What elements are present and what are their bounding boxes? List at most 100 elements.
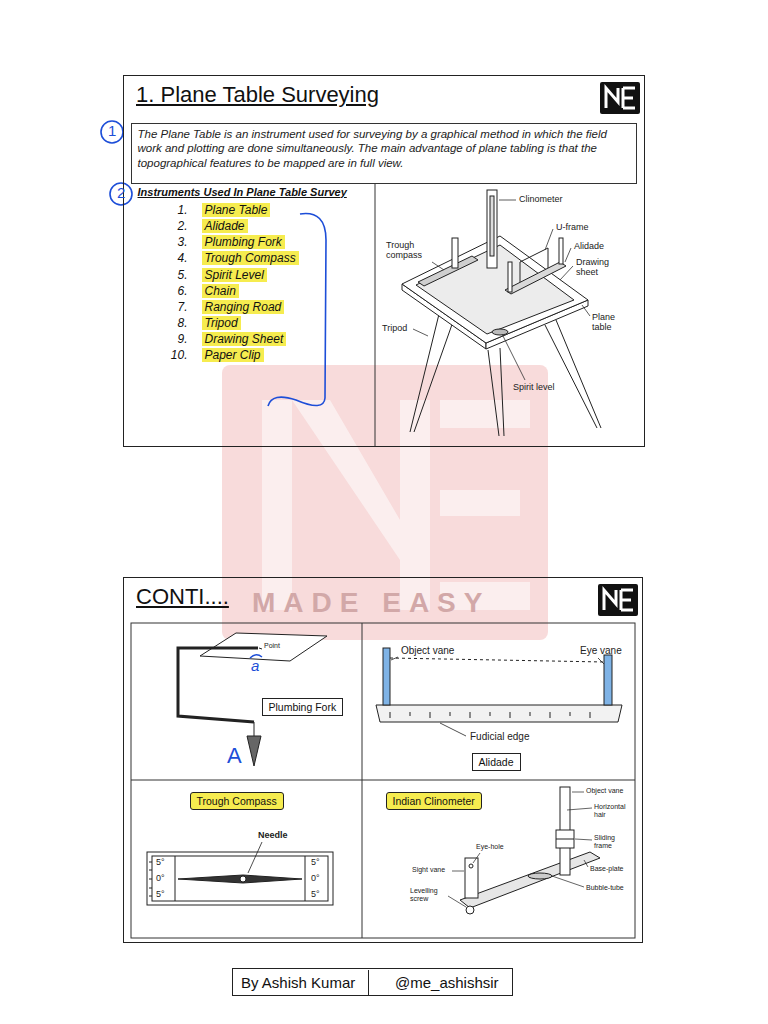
plane-table-drawing-part [488, 350, 499, 436]
plane-table-drawing-part [492, 329, 508, 335]
plane-table-drawing-part [545, 325, 597, 428]
alidade-drawing-part [604, 655, 612, 705]
brand-logo [598, 584, 638, 616]
watermark-letters-part [292, 400, 400, 560]
scale-mark: 0° [156, 873, 165, 883]
trough-compass-drawing [147, 842, 333, 905]
clinometer-drawing-part [528, 873, 552, 879]
author-footer: By Ashish Kumar@me_ashishsir [232, 968, 513, 996]
watermark-letters [262, 400, 530, 610]
part-label: Horizontal hair [594, 803, 634, 819]
brand-logo-part [604, 590, 633, 610]
watermark: MADE EASY [252, 589, 490, 617]
caption-box: Plumbing Fork [262, 698, 344, 716]
callout-number: 1 [108, 122, 116, 139]
clinometer-drawing-part [452, 871, 464, 872]
clinometer-drawing-part [466, 906, 474, 914]
alidade-drawing-part [391, 657, 398, 660]
list-item: Drawing Sheet [202, 332, 287, 346]
part-label: Sight vane [412, 866, 445, 874]
part-label: Needle [258, 830, 288, 840]
brand-logo [600, 82, 640, 114]
watermark-logo [222, 365, 548, 640]
part-label: Eye-hole [476, 843, 504, 851]
part-label: Fudicial edge [470, 731, 529, 743]
watermark-letters-part [440, 400, 530, 428]
slide-title: 1. Plane Table Surveying [136, 82, 379, 108]
part-label: Eye vane [580, 645, 622, 657]
list-item: Spirit Level [202, 268, 267, 282]
leader-line-part [432, 262, 444, 270]
part-label: Point [264, 642, 280, 650]
cell-grid-part [131, 780, 635, 781]
watermark-letters-part [262, 400, 292, 610]
scale-mark: 5° [156, 889, 165, 899]
part-label: Levelling screw [410, 887, 448, 903]
list-number: 9. [177, 332, 187, 346]
list-item: Chain [202, 284, 239, 298]
slide-frame: CONTI....Plumbing ForkAlidadeTrough Comp… [123, 577, 643, 943]
trough-compass-drawing-part [149, 862, 152, 896]
list-item: Alidade [202, 219, 248, 233]
part-label: Spirit level [513, 382, 555, 392]
clinometer-drawing-part [473, 853, 480, 863]
caption-text: Plumbing Fork [269, 701, 337, 713]
clinometer-drawing-part [448, 896, 466, 907]
slide-frame: 1. Plane Table SurveyingThe Plane Table … [123, 75, 645, 447]
brand-logo-part [598, 584, 638, 616]
leader-line-part [413, 329, 428, 336]
leader-line-part [565, 248, 571, 262]
caption-box: Trough Compass [190, 792, 284, 810]
list-number: 6. [177, 284, 187, 298]
clinometer-drawing-part [465, 858, 478, 898]
trough-compass-drawing-part [175, 856, 176, 901]
list-number: 1. [177, 203, 187, 217]
list-number: 10. [171, 348, 188, 362]
trough-compass-drawing-part [178, 875, 302, 883]
alidade-drawing-part [390, 658, 604, 662]
hand-note: a [251, 657, 259, 674]
alidade-drawing [376, 648, 622, 736]
list-item: Paper Clip [202, 348, 264, 362]
plane-table-drawing-part [452, 238, 458, 268]
plane-table-drawing-part [414, 316, 455, 432]
alidade-drawing-part [598, 658, 604, 664]
plumbing-fork-drawing-part [259, 648, 262, 649]
caption-text: Trough Compass [197, 795, 277, 807]
trough-compass-drawing-part [152, 856, 328, 901]
part-label: Drawing sheet [576, 257, 622, 278]
part-label: Sliding frame [594, 834, 634, 850]
leader-line-part [582, 305, 590, 316]
brand-logo-part [600, 82, 640, 114]
part-label: Object vane [401, 645, 454, 657]
leader-line-part [499, 200, 516, 201]
scale-mark: 5° [156, 857, 165, 867]
clinometer-drawing-part [469, 864, 473, 868]
plane-table-drawing-part [487, 190, 497, 268]
definition-text: The Plane Table is an instrument used fo… [138, 127, 630, 172]
plane-table-drawing-part [556, 320, 601, 428]
plane-table-drawing-part [418, 256, 478, 286]
list-number: 8. [177, 316, 187, 330]
alidade-drawing-part [376, 705, 622, 722]
plumbing-fork-drawing-part [247, 736, 261, 766]
caption-text: Indian Clinometer [393, 795, 475, 807]
watermark-letters-part [440, 490, 520, 516]
clinometer-drawing-part [567, 808, 592, 810]
caption-box: Indian Clinometer [386, 792, 482, 810]
leader-line-part [560, 266, 573, 280]
plane-table-drawing-part [520, 248, 548, 282]
cell-divider-part [375, 184, 376, 447]
clinometer-drawing-part [552, 876, 584, 887]
clinometer-drawing-part [460, 852, 600, 908]
part-label: U-frame [556, 222, 589, 232]
list-item: Plumbing Fork [202, 235, 285, 249]
trough-compass-drawing-part [240, 876, 246, 882]
leader-line-part [502, 334, 525, 380]
caption-text: Alidade [479, 756, 514, 768]
list-number: 3. [177, 235, 187, 249]
scale-mark: 0° [311, 873, 320, 883]
plane-table-drawing-part [508, 262, 512, 292]
social-handle: @me_ashishsir [368, 970, 507, 995]
